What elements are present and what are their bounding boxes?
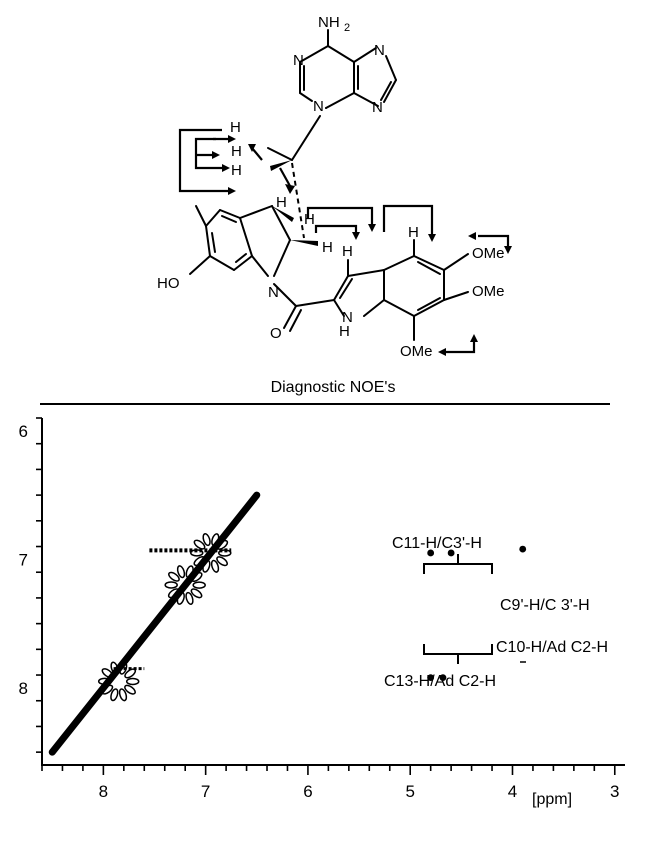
- atom-h-c2a: H: [304, 211, 315, 228]
- annotation-brackets: [423, 554, 526, 664]
- atom-ome-1: OMe: [472, 245, 505, 262]
- y-tick-label: 7: [19, 550, 28, 569]
- diagonal-contour: [202, 533, 211, 547]
- axes-frame: [41, 418, 625, 766]
- diagonal-contour: [193, 539, 206, 550]
- annotation-c10-ad: C10-H/Ad C2-H: [496, 639, 608, 656]
- x-tick-label: 5: [405, 782, 414, 801]
- noe-arrows: [178, 128, 512, 356]
- wedge-c3-h: [272, 206, 294, 222]
- indole-ring: [333, 239, 469, 341]
- diagonal-contour: [101, 684, 114, 695]
- diagonal-contour: [176, 591, 185, 605]
- annotation-c13-ad: C13-H/Ad C2-H: [384, 673, 496, 690]
- atom-n3: N: [313, 98, 324, 115]
- diagonal-contour: [118, 688, 128, 702]
- cross-peak: [427, 674, 435, 682]
- diagonal-contour: [185, 591, 194, 605]
- indoline-ring: [189, 205, 291, 277]
- annotation-c9-c3: C9'-H/C 3'-H: [500, 597, 590, 614]
- diagonal-contour: [202, 559, 211, 573]
- diagonal-contour: [164, 581, 178, 589]
- diagonal-contour: [185, 565, 194, 579]
- diagonal-contour: [97, 677, 112, 686]
- adenine-ring: [299, 29, 397, 109]
- atom-h-c2b: H: [322, 239, 333, 256]
- atom-h-c4-indole: H: [408, 224, 419, 241]
- noe-caption: Diagnostic NOE's: [271, 379, 396, 396]
- atom-ome-3: OMe: [400, 343, 433, 360]
- atom-indole-n: N: [342, 309, 353, 326]
- x-tick-label: 6: [303, 782, 312, 801]
- cross-peak: [447, 549, 455, 557]
- x-tick-label: 3: [610, 782, 619, 801]
- atom-n1: N: [293, 52, 304, 69]
- y-tick-label: 8: [19, 679, 28, 698]
- cross-peak: [439, 674, 447, 682]
- diagonal-features: [48, 491, 261, 756]
- axis-ticks: 8 7 6 5 4 3 6 7 8: [19, 417, 620, 801]
- atom-n9: N: [372, 99, 383, 116]
- noesy-spectrum: 8 7 6 5 4 3 6 7 8 C11-H/C3'-H C9'-H/C 3'-H C10-H…: [19, 417, 625, 808]
- atom-indole-nh: H: [339, 323, 350, 340]
- diagonal-contour: [110, 661, 119, 675]
- diagonal-contour: [192, 581, 206, 589]
- n9-ch2-bond: [291, 115, 321, 161]
- diagonal-contour: [110, 688, 119, 702]
- atom-ho: HO: [157, 275, 180, 292]
- dashed-bond: [291, 162, 305, 239]
- wedge-c2-h: [290, 240, 318, 246]
- atom-indoline-n: N: [268, 284, 279, 301]
- atom-ha: H: [231, 143, 242, 160]
- x-axis-unit: [ppm]: [532, 791, 572, 808]
- plot-axes: [41, 418, 625, 766]
- ch2-ha-bond: [267, 147, 293, 161]
- annotation-c11-c3: C11-H/C3'-H: [392, 535, 482, 552]
- atom-h2: H: [230, 119, 241, 136]
- chemical-structure: NH 2 N N N N N N H H H H H H H H H HO O …: [157, 14, 512, 396]
- amide-linker: [273, 283, 335, 332]
- atom-nh2: NH: [318, 14, 340, 31]
- x-tick-label: 4: [508, 782, 517, 801]
- diagonal-contour: [190, 588, 203, 599]
- diagonal-contour: [101, 668, 114, 679]
- diagonal-contour: [176, 565, 186, 579]
- diagonal-contour: [193, 556, 206, 567]
- diagonal-contour: [210, 559, 220, 573]
- atom-ome-2: OMe: [472, 283, 505, 300]
- diagonal-contour: [167, 588, 180, 599]
- atom-n7: N: [374, 42, 385, 59]
- cross-peaks: [427, 545, 527, 682]
- diagonal-contour: [211, 533, 220, 547]
- atom-h-c3-indole: H: [342, 243, 353, 260]
- diagonal-contour: [125, 677, 140, 686]
- atom-nh2-subscript: 2: [344, 22, 350, 34]
- wedge-bond: [270, 160, 292, 171]
- diagonal-contour: [124, 684, 136, 695]
- diagonal-contour: [216, 556, 228, 567]
- atom-carbonyl-o: O: [270, 325, 282, 342]
- diagonal-line: [48, 491, 261, 756]
- cross-peak: [519, 545, 527, 553]
- y-tick-label: 6: [19, 422, 28, 441]
- diagonal-contour: [190, 571, 203, 583]
- atom-hb: H: [231, 162, 242, 179]
- cross-peak: [427, 549, 435, 557]
- atom-h-c3: H: [276, 194, 287, 211]
- x-tick-label: 8: [99, 782, 108, 801]
- x-tick-label: 7: [201, 782, 210, 801]
- diagonal-contour: [168, 571, 180, 582]
